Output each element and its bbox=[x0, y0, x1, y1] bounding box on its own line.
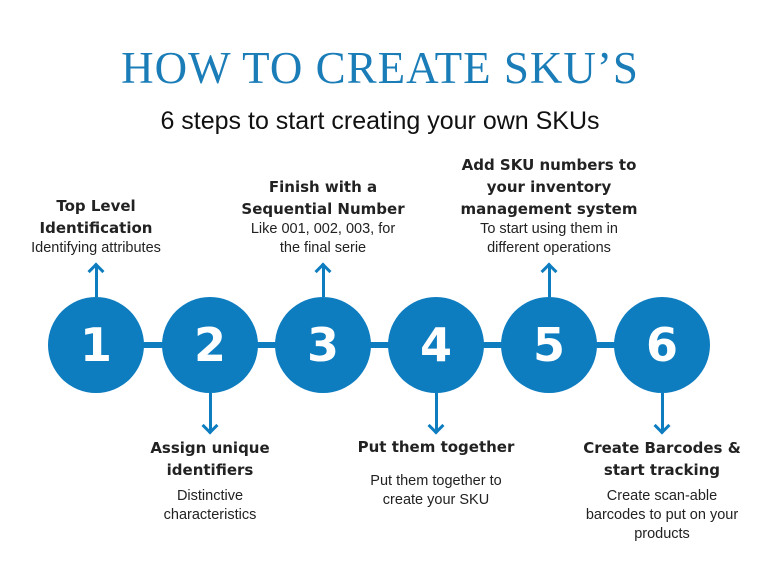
step-description: Put them together to create your SKU bbox=[336, 472, 536, 510]
arrowhead-icon bbox=[87, 262, 105, 280]
step-description-line: barcodes to put on your bbox=[585, 507, 739, 523]
step-heading-line: Finish with a bbox=[268, 178, 378, 196]
step-description-line: Put them together to bbox=[370, 473, 502, 489]
step-heading-line: Identification bbox=[39, 219, 153, 237]
arrow-up-icon bbox=[547, 266, 551, 297]
step-description-line: Create scan-able bbox=[606, 488, 718, 504]
arrowhead-icon bbox=[653, 417, 671, 435]
step-description-line: Distinctive bbox=[176, 488, 244, 504]
step-description-line: Like 001, 002, 003, for bbox=[250, 221, 396, 237]
step-description-line: products bbox=[634, 526, 690, 542]
step-description-line: characteristics bbox=[163, 507, 257, 523]
arrow-down-icon bbox=[208, 393, 212, 430]
step-circle-6: 6 bbox=[614, 297, 710, 393]
step-description-line: To start using them in bbox=[480, 221, 618, 237]
step-heading-line: Add SKU numbers to bbox=[461, 156, 637, 174]
step-heading-line: Top Level bbox=[56, 197, 136, 215]
arrow-up-icon bbox=[94, 266, 98, 297]
step-5-text: Add SKU numbers to your inventory manageme… bbox=[449, 154, 649, 258]
step-heading: Finish with a Sequential Number bbox=[223, 176, 423, 220]
step-circle-3: 3 bbox=[275, 297, 371, 393]
timeline-connector bbox=[96, 342, 662, 348]
arrowhead-icon bbox=[540, 262, 558, 280]
page-title: HOW TO CREATE SKU’S bbox=[121, 43, 639, 93]
step-heading-line: management system bbox=[460, 200, 638, 218]
step-number: 1 bbox=[79, 318, 112, 372]
step-circle-5: 5 bbox=[501, 297, 597, 393]
step-heading-line: Assign unique bbox=[150, 439, 270, 457]
step-heading: Add SKU numbers to your inventory manageme… bbox=[449, 154, 649, 220]
step-heading: Create Barcodes & start tracking bbox=[562, 437, 760, 481]
step-heading-line: your inventory bbox=[486, 178, 612, 196]
step-description: To start using them in different operatio… bbox=[449, 220, 649, 258]
arrow-up-icon bbox=[321, 266, 325, 297]
arrowhead-icon bbox=[314, 262, 332, 280]
step-circle-2: 2 bbox=[162, 297, 258, 393]
arrow-down-icon bbox=[434, 393, 438, 430]
step-description-line: the final serie bbox=[279, 240, 367, 256]
arrowhead-icon bbox=[201, 417, 219, 435]
page-subtitle: 6 steps to start creating your own SKUs bbox=[160, 107, 600, 135]
arrow-down-icon bbox=[660, 393, 664, 430]
arrowhead-icon bbox=[427, 417, 445, 435]
step-description-line: Identifying attributes bbox=[31, 240, 161, 256]
step-description: Distinctive characteristics bbox=[110, 487, 310, 525]
step-number: 5 bbox=[532, 318, 565, 372]
step-circle-1: 1 bbox=[48, 297, 144, 393]
step-heading-line: start tracking bbox=[603, 461, 721, 479]
step-heading-line: identifiers bbox=[166, 461, 254, 479]
step-description: Like 001, 002, 003, for the final serie bbox=[223, 220, 423, 258]
step-heading: Put them together bbox=[336, 436, 536, 458]
step-description: Create scan-able barcodes to put on your p… bbox=[562, 487, 760, 544]
step-description-line: different operations bbox=[487, 240, 611, 256]
step-description-line: create your SKU bbox=[382, 492, 490, 508]
step-number: 4 bbox=[419, 318, 452, 372]
step-circle-4: 4 bbox=[388, 297, 484, 393]
step-number: 6 bbox=[645, 318, 678, 372]
step-heading-line: Put them together bbox=[357, 438, 515, 456]
step-heading: Assign unique identifiers bbox=[110, 437, 310, 481]
step-number: 2 bbox=[193, 318, 226, 372]
step-number: 3 bbox=[306, 318, 339, 372]
step-description: Identifying attributes bbox=[0, 239, 196, 258]
step-heading-line: Sequential Number bbox=[241, 200, 405, 218]
step-heading-line: Create Barcodes & bbox=[583, 439, 741, 457]
